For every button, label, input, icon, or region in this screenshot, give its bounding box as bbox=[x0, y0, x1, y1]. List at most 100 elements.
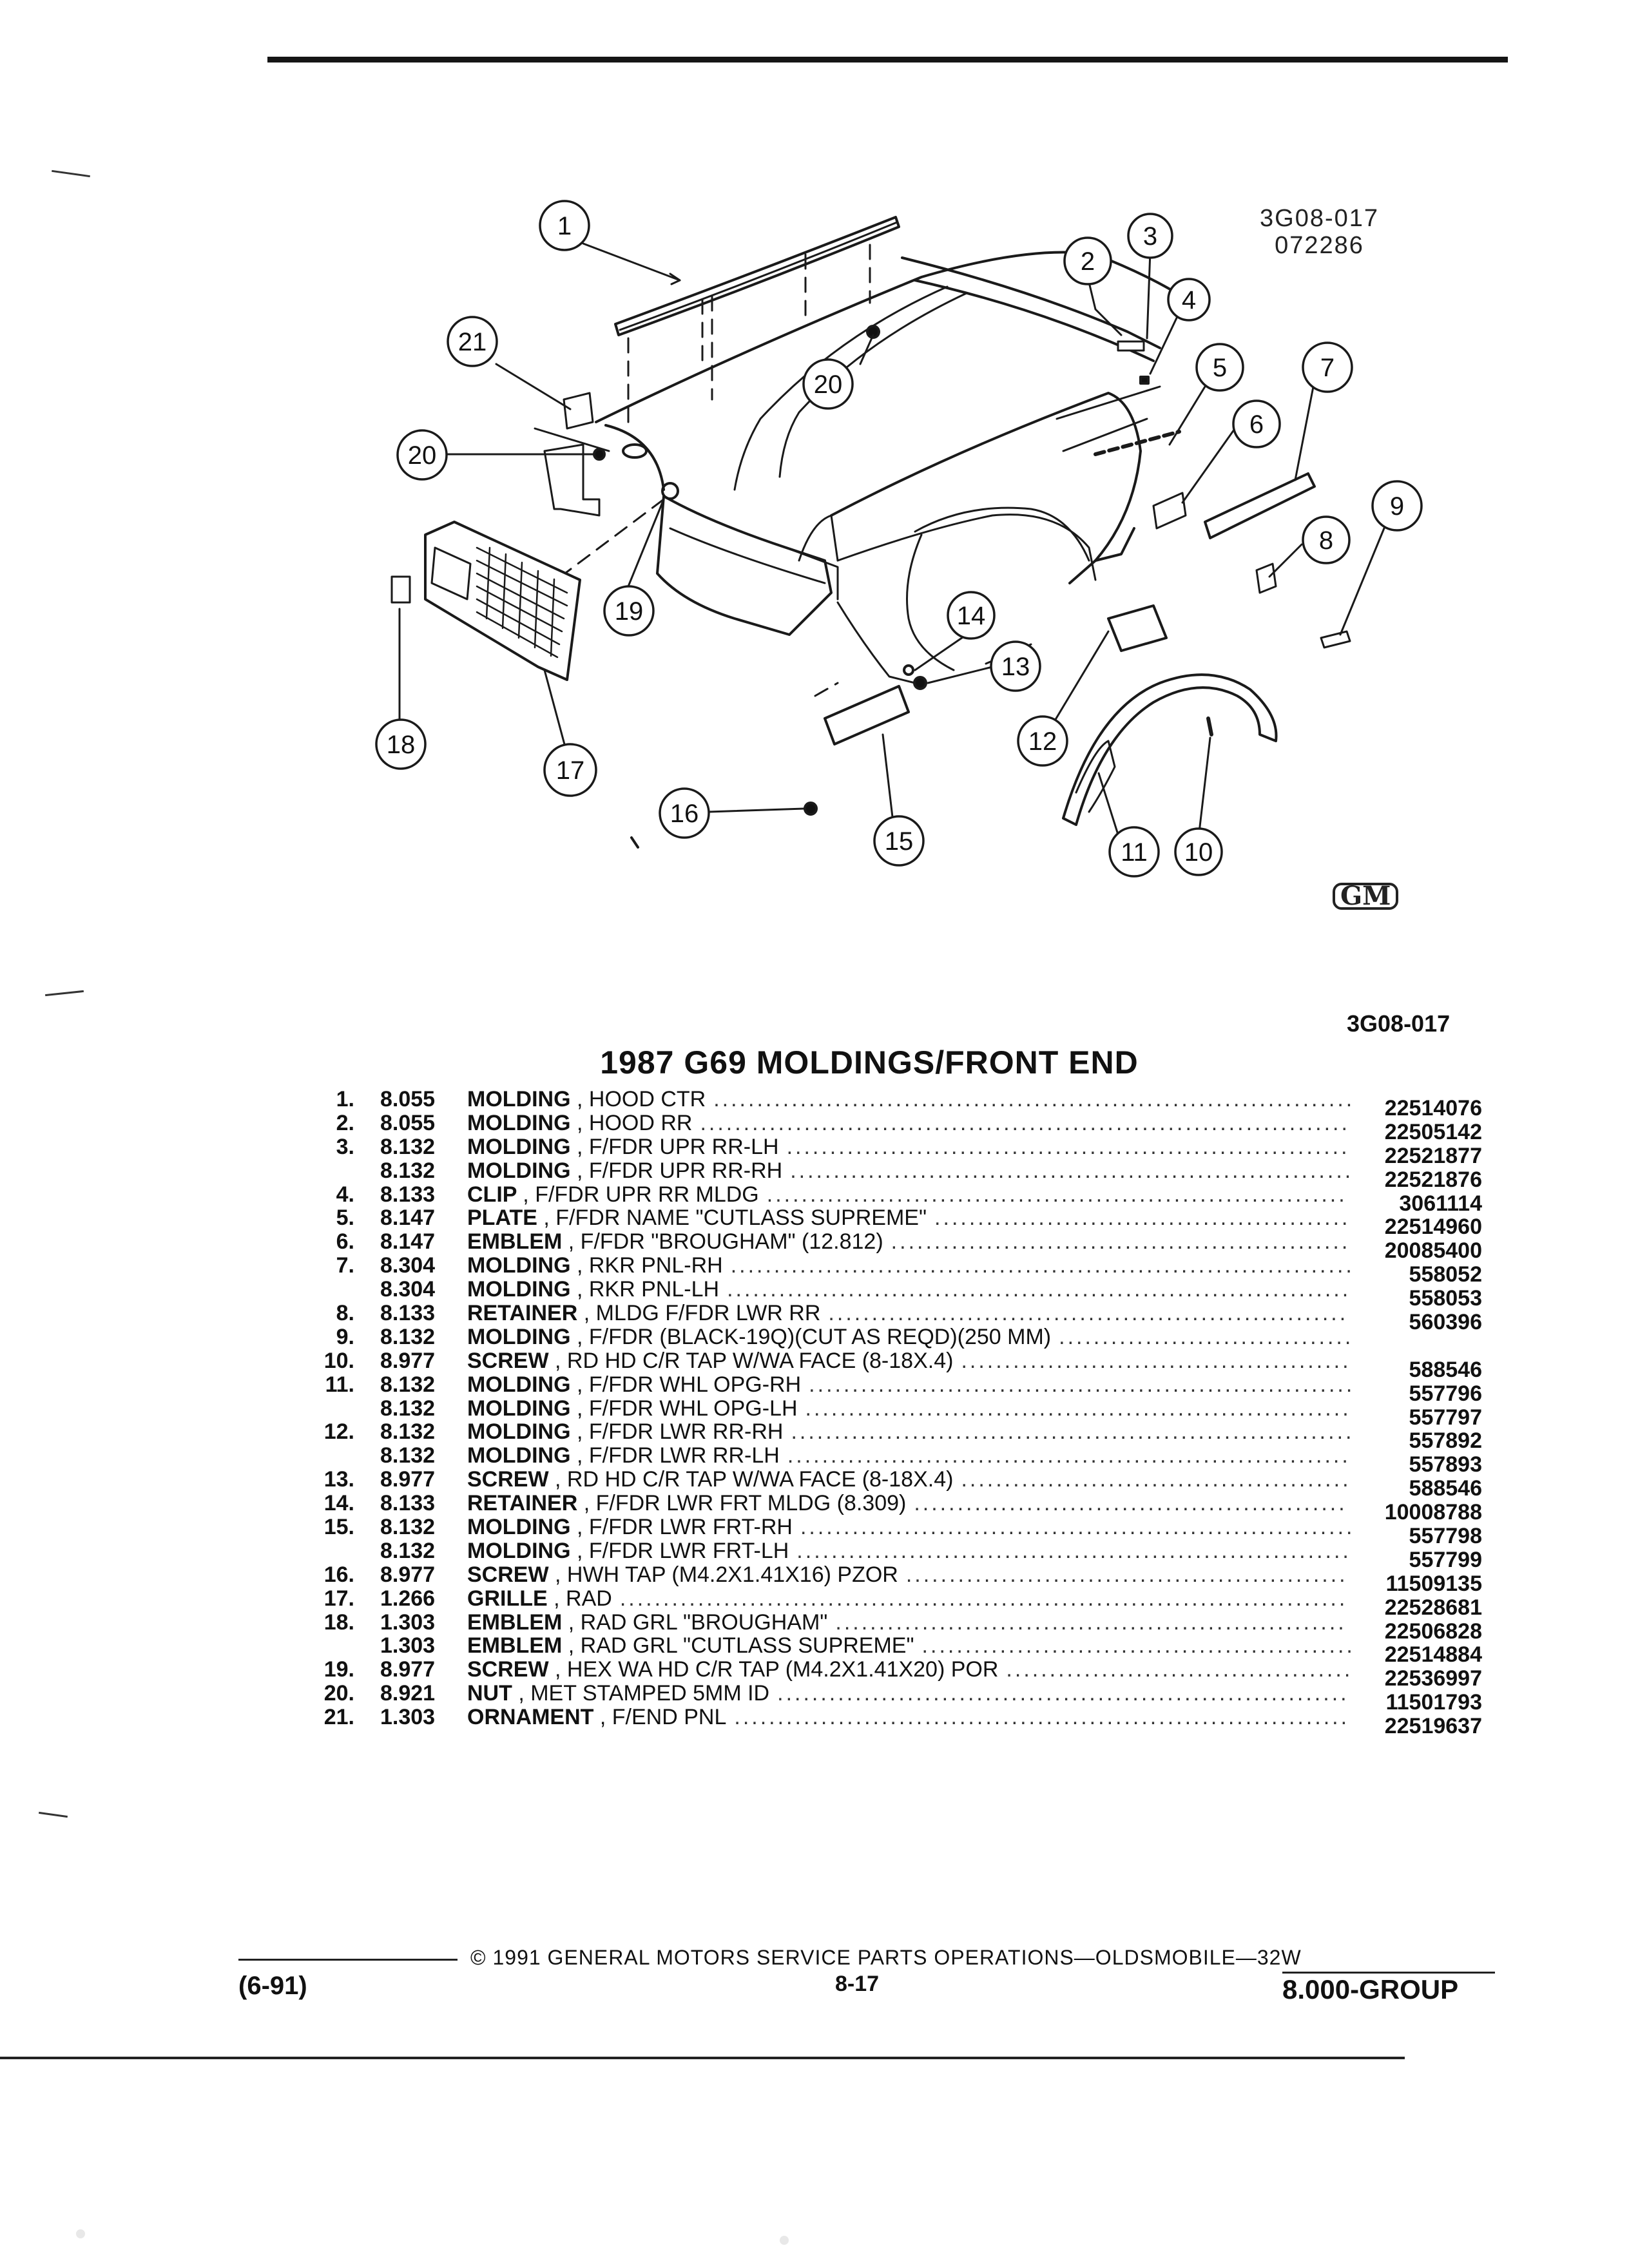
item-number: 5. bbox=[336, 1206, 354, 1231]
part-detail: , HEX WA HD C/R TAP (M4.2X1.41X20) POR bbox=[555, 1657, 999, 1682]
part-number: 11509135 bbox=[1385, 1571, 1482, 1596]
part-name: MOLDING bbox=[467, 1087, 571, 1111]
part-description: MOLDING , F/FDR WHL OPG-LH..............… bbox=[467, 1397, 1351, 1420]
leader-dots: ........................................… bbox=[961, 1467, 1351, 1492]
leader-dots: ........................................… bbox=[891, 1229, 1351, 1254]
group-number: 8.304 bbox=[380, 1277, 436, 1302]
leader-dots: ........................................… bbox=[786, 1134, 1350, 1159]
part-description: RETAINER , MLDG F/FDR LWR RR............… bbox=[467, 1302, 1348, 1325]
group-number: 8.132 bbox=[380, 1396, 436, 1421]
footer-rule-left bbox=[238, 1959, 458, 1961]
callout-10: 10 bbox=[1184, 838, 1213, 867]
part-description: SCREW , HEX WA HD C/R TAP (M4.2X1.41X20)… bbox=[467, 1658, 1353, 1681]
item-number: 18. bbox=[323, 1610, 354, 1635]
group-number: 1.303 bbox=[380, 1610, 436, 1635]
part-detail: , RD HD C/R TAP W/WA FACE (8-18X.4) bbox=[555, 1348, 954, 1373]
part-number: 557796 bbox=[1409, 1381, 1482, 1406]
callout-1: 1 bbox=[557, 212, 572, 240]
part-number: 557797 bbox=[1409, 1405, 1482, 1430]
front-end-panel bbox=[534, 427, 610, 517]
page-number: 8-17 bbox=[835, 1972, 880, 1996]
footer-copyright: © 1991 GENERAL MOTORS SERVICE PARTS OPER… bbox=[470, 1946, 1302, 1969]
leader-dots: ........................................… bbox=[934, 1206, 1351, 1231]
part-name: SCREW bbox=[467, 1467, 549, 1492]
hole-punch bbox=[76, 2229, 85, 2238]
bottom-rule bbox=[0, 2057, 1405, 2059]
retainer-part bbox=[1255, 562, 1277, 594]
group-number: 8.977 bbox=[380, 1467, 436, 1492]
item-number: 16. bbox=[323, 1562, 354, 1587]
part-description: GRILLE , RAD............................… bbox=[467, 1587, 1347, 1610]
part-description: ORNAMENT , F/END PNL....................… bbox=[467, 1706, 1349, 1729]
part-name: MOLDING bbox=[467, 1110, 571, 1135]
group-number: 1.266 bbox=[380, 1586, 436, 1611]
gm-logo: GM bbox=[1333, 883, 1399, 910]
part-detail: , F/FDR LWR FRT-LH bbox=[577, 1538, 789, 1563]
part-detail: , HWH TAP (M4.2X1.41X16) PZOR bbox=[555, 1562, 898, 1587]
item-number: 8. bbox=[336, 1301, 354, 1326]
leader-dots: ........................................… bbox=[800, 1515, 1355, 1540]
part-detail: , MLDG F/FDR LWR RR bbox=[583, 1301, 821, 1326]
callout-21: 21 bbox=[458, 328, 487, 356]
leader-dots: ........................................… bbox=[734, 1705, 1350, 1730]
part-description: RETAINER , F/FDR LWR FRT MLDG (8.309)...… bbox=[467, 1492, 1347, 1515]
callout-circles bbox=[375, 200, 1423, 878]
group-number: 8.133 bbox=[380, 1491, 436, 1516]
part-description: MOLDING , F/FDR LWR RR-RH...............… bbox=[467, 1420, 1354, 1443]
callout-15: 15 bbox=[885, 827, 914, 856]
item-number: 11. bbox=[325, 1372, 354, 1397]
rocker-molding-part bbox=[1204, 472, 1316, 539]
item-number: 10. bbox=[323, 1348, 354, 1373]
section-code: 3G08-017 bbox=[1347, 1010, 1451, 1037]
part-detail: , RD HD C/R TAP W/WA FACE (8-18X.4) bbox=[555, 1467, 954, 1492]
part-number: 22536997 bbox=[1384, 1666, 1482, 1691]
part-number: 557799 bbox=[1409, 1547, 1482, 1572]
part-detail: , F/FDR UPR RR-RH bbox=[577, 1158, 783, 1183]
callout-8: 8 bbox=[1319, 526, 1333, 555]
part-name: MOLDING bbox=[467, 1158, 571, 1183]
group-number: 8.147 bbox=[380, 1229, 436, 1254]
part-number: 22506828 bbox=[1384, 1619, 1482, 1644]
item-number: 7. bbox=[336, 1253, 354, 1278]
part-description: SCREW , RD HD C/R TAP W/WA FACE (8-18X.4… bbox=[467, 1349, 1351, 1372]
part-description: MOLDING , F/FDR UPR RR-LH...............… bbox=[467, 1135, 1350, 1158]
retainer-part-14 bbox=[903, 664, 914, 676]
part-detail: , F/FDR LWR RR-LH bbox=[577, 1443, 780, 1468]
screw-part-16 bbox=[804, 802, 818, 816]
part-number: 22521876 bbox=[1384, 1167, 1482, 1192]
leader-dots: ........................................… bbox=[905, 1562, 1348, 1587]
headlamp-bumper bbox=[656, 495, 839, 636]
wheel-opening-molding-part bbox=[1062, 673, 1278, 826]
part-detail: , F/FDR LWR RR-RH bbox=[577, 1419, 784, 1445]
leader-dots: ........................................… bbox=[727, 1277, 1351, 1302]
footer-group: 8.000-GROUP bbox=[1282, 1974, 1459, 2004]
part-number: 22514076 bbox=[1384, 1096, 1482, 1120]
part-description: MOLDING , HOOD RR.......................… bbox=[467, 1111, 1350, 1135]
leader-dots: ........................................… bbox=[619, 1586, 1348, 1611]
part-detail: , F/FDR UPR RR-LH bbox=[577, 1134, 779, 1159]
clip-part bbox=[1139, 376, 1150, 385]
nameplate-part bbox=[1094, 430, 1181, 456]
table-row: 8.132 MOLDING , F/FDR WHL OPG-LH.........… bbox=[309, 1396, 1495, 1429]
part-name: MOLDING bbox=[467, 1443, 571, 1468]
part-detail: , RKR PNL-RH bbox=[577, 1253, 723, 1278]
part-description: MOLDING , F/FDR WHL OPG-RH..............… bbox=[467, 1373, 1354, 1396]
drawing-code: 3G08-017 072286 bbox=[1260, 205, 1379, 259]
group-number: 1.303 bbox=[380, 1633, 436, 1658]
group-number: 8.132 bbox=[380, 1419, 436, 1445]
brougham-emblem-part bbox=[1152, 492, 1187, 530]
part-description: EMBLEM , RAD GRL "BROUGHAM".............… bbox=[467, 1611, 1347, 1634]
lower-front-molding-part bbox=[824, 685, 910, 745]
part-name: SCREW bbox=[467, 1348, 549, 1373]
